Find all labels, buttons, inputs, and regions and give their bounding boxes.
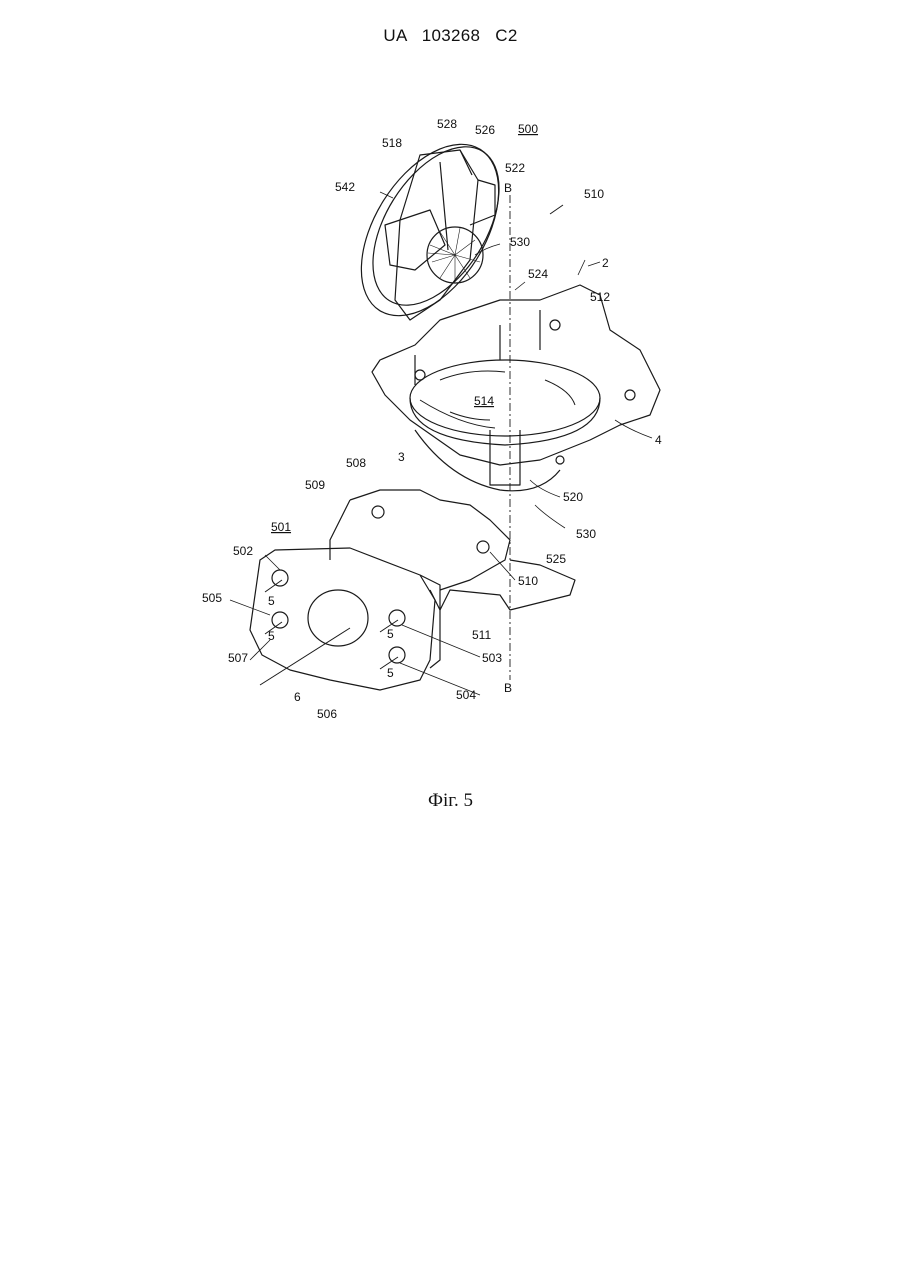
label-528: 528 — [437, 117, 457, 131]
label-504: 504 — [456, 688, 476, 702]
label-505: 505 — [202, 591, 222, 605]
label-5-c: 5 — [387, 627, 394, 641]
outlet-channel — [490, 430, 520, 485]
label-502: 502 — [233, 544, 253, 558]
flow-arrows — [420, 371, 575, 428]
label-511: 511 — [472, 628, 491, 642]
front-bore — [308, 590, 368, 646]
label-530-top: 530 — [510, 235, 530, 249]
label-510-mid: 510 — [518, 574, 538, 588]
label-4: 4 — [655, 433, 662, 447]
lid-block — [395, 150, 478, 320]
label-510-top: 510 — [584, 187, 604, 201]
label-500: 500 — [518, 122, 538, 136]
lid-disc-rim — [347, 125, 525, 327]
outflow-arrows — [260, 205, 563, 685]
label-520: 520 — [563, 490, 583, 504]
label-6: 6 — [294, 690, 301, 704]
label-503: 503 — [482, 651, 502, 665]
leader-lines — [230, 192, 652, 695]
chamber-wall — [410, 398, 600, 445]
label-518: 518 — [382, 136, 402, 150]
label-522: 522 — [505, 161, 525, 175]
label-3: 3 — [398, 450, 405, 464]
label-5-d: 5 — [387, 666, 394, 680]
figure-caption: Фіг. 5 — [0, 790, 901, 812]
label-542: 542 — [335, 180, 355, 194]
label-525: 525 — [546, 552, 566, 566]
label-5-a: 5 — [268, 594, 275, 608]
upper-flange — [350, 490, 510, 590]
label-axis-b-top: B — [504, 181, 512, 195]
label-axis-b-bottom: B — [504, 681, 512, 695]
label-512: 512 — [590, 290, 610, 304]
label-501: 501 — [271, 520, 291, 534]
label-514: 514 — [474, 394, 494, 408]
label-530-bottom: 530 — [576, 527, 596, 541]
label-2: 2 — [602, 256, 609, 270]
label-507: 507 — [228, 651, 248, 665]
label-509: 509 — [305, 478, 325, 492]
label-5-b: 5 — [268, 629, 275, 643]
label-526: 526 — [475, 123, 495, 137]
label-508: 508 — [346, 456, 366, 470]
label-524: 524 — [528, 267, 548, 281]
label-506: 506 — [317, 707, 337, 721]
front-flange — [250, 548, 435, 690]
lid-assembly — [333, 120, 527, 339]
